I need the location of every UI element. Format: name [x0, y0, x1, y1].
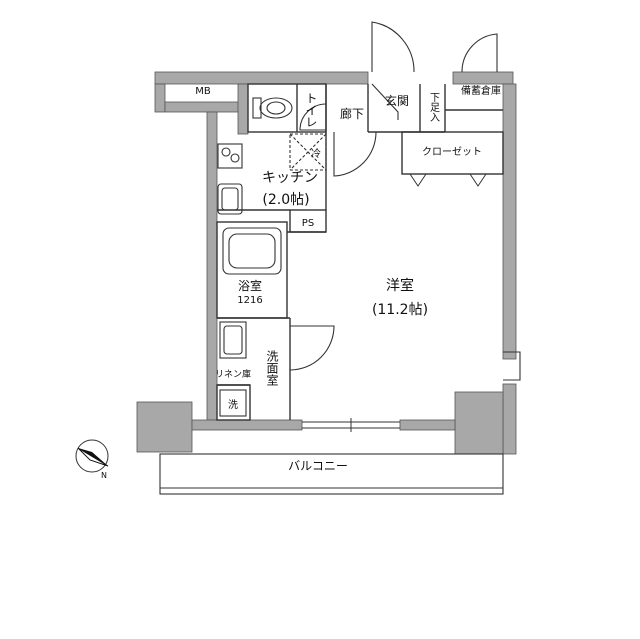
- label-storage: 備蓄倉庫: [461, 84, 501, 97]
- partitions: [216, 83, 504, 421]
- label-toilet: トイレ: [304, 92, 318, 128]
- label-shoe-box: 下足入: [428, 92, 440, 122]
- window: [302, 418, 400, 432]
- sink-fixture: [217, 183, 243, 215]
- label-washroom: 洗面室: [265, 350, 279, 386]
- balcony: [159, 453, 504, 495]
- compass-icon: N: [75, 439, 109, 480]
- label-entrance: 玄関: [385, 93, 409, 108]
- label-kitchen: キッチン: [262, 170, 318, 186]
- stove-fixture: [217, 143, 243, 169]
- washer-fixture: [219, 389, 247, 417]
- label-fridge: 冷: [311, 147, 321, 160]
- label-western-room: 洋室: [386, 277, 414, 294]
- label-balcony: バルコニー: [288, 459, 348, 473]
- label-western-size: (11.2帖): [372, 302, 428, 318]
- label-hallway: 廊下: [340, 106, 364, 121]
- fixtures: [217, 97, 327, 417]
- compass-north-label: N: [101, 471, 107, 480]
- bathtub-fixture: [222, 227, 282, 275]
- label-mb: MB: [195, 86, 211, 97]
- label-closet: クローゼット: [422, 146, 482, 158]
- label-kitchen-size: (2.0帖): [262, 192, 309, 208]
- label-washer: 洗: [228, 399, 238, 411]
- label-bath-size: 1216: [237, 295, 262, 306]
- toilet-fixture: [252, 97, 293, 119]
- label-ps: PS: [302, 218, 314, 229]
- walls: [136, 71, 517, 455]
- doors: [289, 21, 521, 381]
- label-bath: 浴室: [238, 278, 262, 293]
- closet-marks: [409, 173, 487, 187]
- label-linen: リネン庫: [215, 368, 251, 380]
- fridge-space: [289, 133, 327, 171]
- wash-basin-fixture: [219, 321, 247, 359]
